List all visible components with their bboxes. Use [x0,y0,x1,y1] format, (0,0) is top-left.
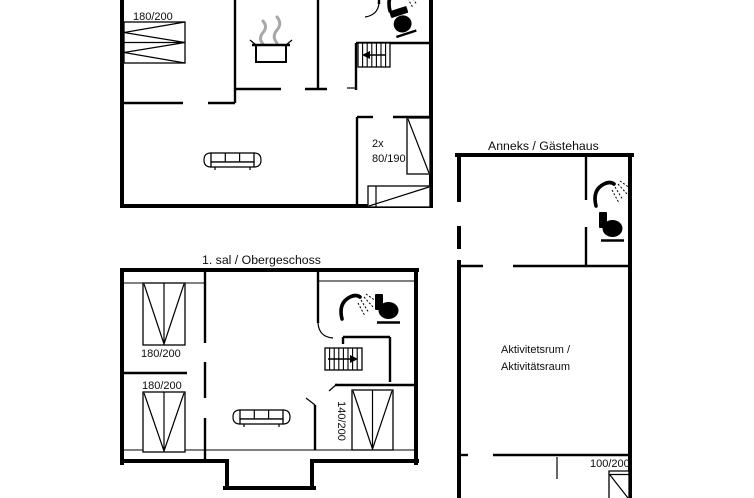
sofa-icon [203,152,262,171]
first-floor-walls [120,268,419,490]
single-bed-icon [608,470,630,498]
bed-size-label: 180/200 [133,11,173,23]
bunk-size-label: 80/190 [372,153,406,165]
annex-plan: Anneks / Gästehaus Aktivitetsrum / Aktiv… [455,139,634,498]
activity-room-label-line2: Aktivitätsraum [501,361,570,373]
annex-bed-size-label: 100/200 [590,458,630,470]
bed-top-left-icon [142,282,186,346]
sofa-icon [232,409,291,428]
bunk-count-label: 2x [372,138,384,150]
staircase-icon [324,347,363,371]
bed-bottom-left-icon [142,391,186,453]
bed-bottom-left-label: 180/200 [142,380,182,392]
annex-title: Anneks / Gästehaus [488,139,599,153]
door-swing-icon [364,2,380,18]
bed-right-icon [351,389,394,451]
bed-top-left-label: 180/200 [141,348,181,360]
door-leaf-icon [305,397,316,406]
first-floor-title: 1. sal / Obergeschoss [202,253,321,267]
first-floor-plan: 1. sal / Obergeschoss [120,253,419,490]
ground-floor-plan: 180/200 2x 80/190 [120,0,433,208]
door-leaf-icon [328,383,338,392]
ground-floor-walls [120,0,433,208]
staircase-icon [357,42,391,68]
bunk-beds-icon [367,117,431,208]
double-bed-icon [123,21,186,64]
toilet-icon [389,6,417,39]
activity-room-label-line1: Aktivitetsrum / [501,344,571,356]
door-swing-icon [317,322,334,339]
annex-walls [455,153,634,498]
cooking-pot-icon [249,15,293,63]
bed-right-label: 140/200 [335,401,347,441]
